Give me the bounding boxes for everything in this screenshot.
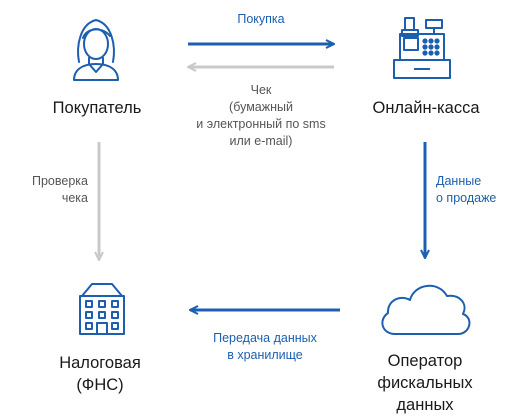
building-icon xyxy=(79,283,125,335)
cloud-icon xyxy=(381,285,471,335)
sale-data-line1: Данные xyxy=(436,174,482,188)
receipt-line2: (бумажный xyxy=(229,100,293,114)
operator-label-line1: Оператор xyxy=(387,352,463,370)
sale-data-line2: о продаже xyxy=(436,191,497,205)
operator-label-line3: данных xyxy=(396,396,454,414)
check-line2: чека xyxy=(61,191,88,205)
cashbox-label-text: Онлайн-касса xyxy=(372,99,480,117)
receipt-line4: или e-mail) xyxy=(229,134,293,148)
cash-register-icon xyxy=(393,17,451,79)
check-label: Проверка чека xyxy=(8,173,88,207)
operator-label: Оператор фискальных данных xyxy=(365,350,485,416)
tax-label-line2: (ФНС) xyxy=(76,376,124,394)
cashbox-label: Онлайн-касса xyxy=(356,97,496,119)
sale-data-label: Данные о продаже xyxy=(436,173,524,207)
buyer-label: Покупатель xyxy=(38,97,156,119)
transfer-label: Передача данных в хранилище xyxy=(185,330,345,364)
purchase-label: Покупка xyxy=(201,11,321,28)
check-line1: Проверка xyxy=(32,174,88,188)
buyer-label-text: Покупатель xyxy=(52,99,142,117)
purchase-label-text: Покупка xyxy=(237,12,285,26)
receipt-label: Чек (бумажный и электронный по sms или e… xyxy=(171,82,351,150)
person-icon xyxy=(73,19,119,81)
transfer-line2: в хранилище xyxy=(227,348,303,362)
receipt-line1: Чек xyxy=(250,83,272,97)
transfer-line1: Передача данных xyxy=(213,331,317,345)
tax-label-line1: Налоговая xyxy=(59,354,141,372)
receipt-line3: и электронный по sms xyxy=(196,117,326,131)
tax-label: Налоговая (ФНС) xyxy=(40,352,160,396)
operator-label-line2: фискальных xyxy=(377,374,473,392)
